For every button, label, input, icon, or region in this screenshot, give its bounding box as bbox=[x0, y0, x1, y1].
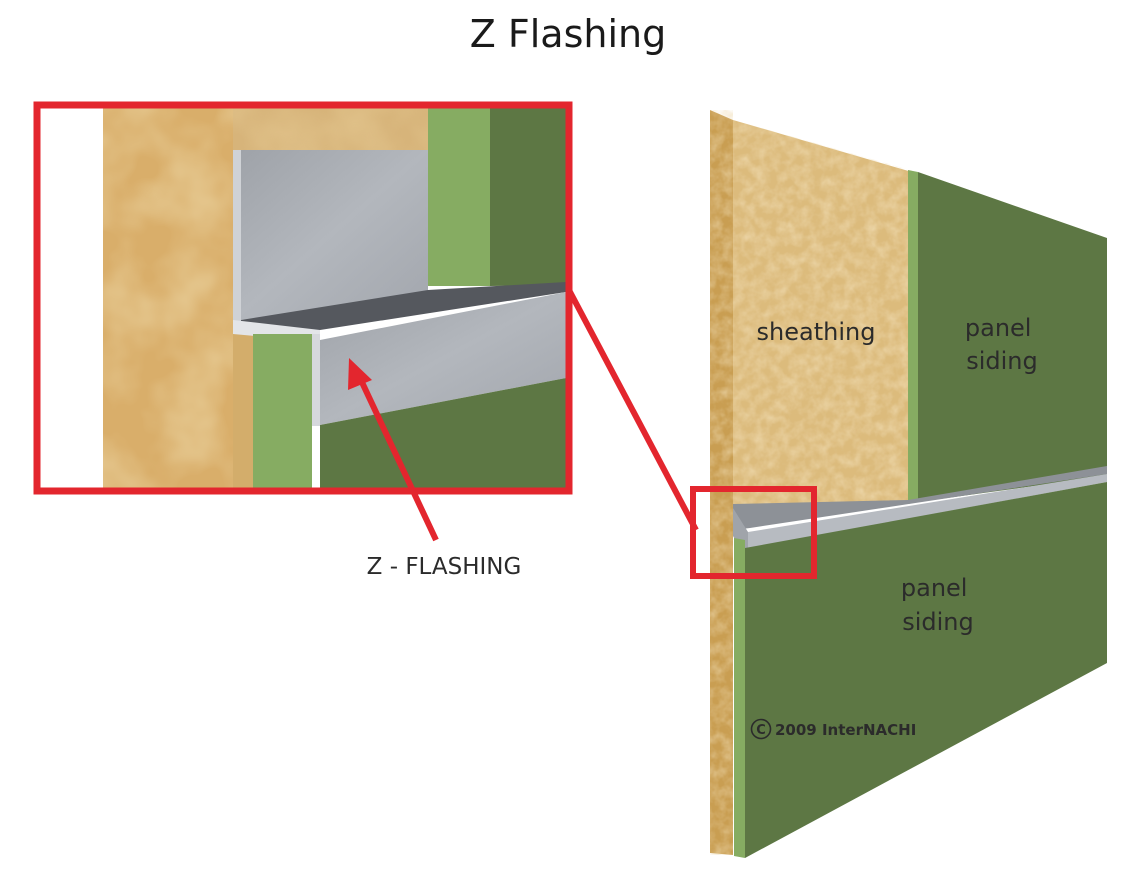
label-sheathing: sheathing bbox=[757, 318, 876, 346]
z-flashing-edge bbox=[733, 508, 748, 548]
upper-panel-siding-edge bbox=[908, 170, 918, 504]
callout-frames bbox=[33, 101, 817, 579]
zoom-frame bbox=[33, 101, 573, 495]
zoom-upper-siding-face bbox=[490, 108, 566, 286]
label-upper-panel-line1: panel bbox=[965, 314, 1032, 342]
z-flashing-face bbox=[748, 474, 1107, 548]
detail-frame bbox=[690, 486, 817, 579]
lower-panel-siding-face bbox=[745, 482, 1107, 858]
label-lower-panel-line1: panel bbox=[901, 574, 968, 602]
copyright-symbol: C bbox=[756, 723, 766, 738]
label-upper-panel-line2: siding bbox=[966, 347, 1038, 375]
diagram-title: Z Flashing bbox=[469, 12, 667, 56]
zoom-flashing-front bbox=[320, 292, 566, 425]
zoom-inset bbox=[40, 108, 566, 488]
callout-arrow-shaft bbox=[357, 376, 439, 542]
z-flashing-top bbox=[733, 466, 1107, 530]
copyright-text: 2009 InterNACHI bbox=[775, 721, 916, 739]
connector-line bbox=[566, 288, 699, 532]
lower-panel-siding-edge bbox=[734, 538, 745, 858]
label-lower-panel-siding: panel siding bbox=[901, 574, 975, 636]
upper-panel-siding-face bbox=[918, 172, 1107, 502]
wall-assembly bbox=[710, 110, 1107, 858]
zoom-lower-siding-face bbox=[320, 378, 566, 488]
callout-arrowhead bbox=[348, 358, 372, 390]
label-lower-panel-line2: siding bbox=[902, 608, 974, 636]
zoom-upper-siding-edge bbox=[428, 108, 490, 286]
zoom-lower-siding-edge bbox=[253, 334, 312, 488]
label-upper-panel-siding: panel siding bbox=[965, 314, 1039, 375]
zoom-flashing-ledge bbox=[241, 282, 566, 332]
zoom-flashing-vertical-leg bbox=[233, 150, 428, 320]
copyright-notice: C 2009 InterNACHI bbox=[750, 718, 916, 740]
copyright-icon bbox=[750, 718, 772, 740]
label-z-flashing: Z - FLASHING bbox=[367, 554, 522, 580]
